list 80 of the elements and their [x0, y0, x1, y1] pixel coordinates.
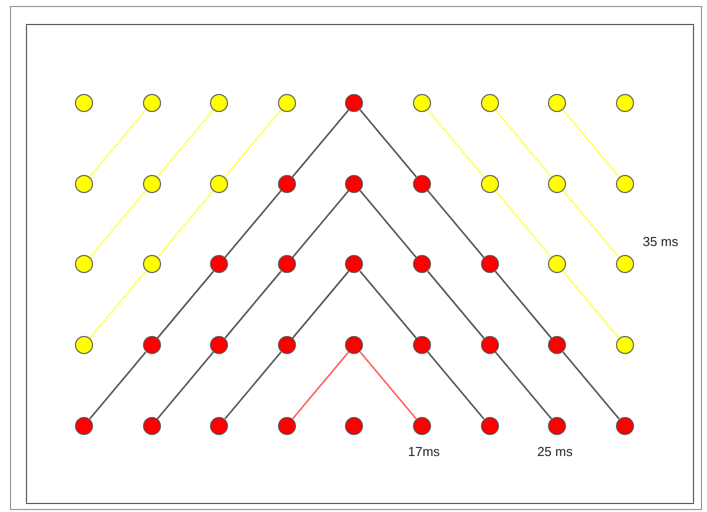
- connector-line: [427, 270, 484, 339]
- connector-line: [156, 109, 214, 178]
- circle-node: [278, 336, 296, 354]
- connector-line: [224, 351, 282, 420]
- circle-node: [413, 336, 431, 354]
- circle-node: [480, 416, 499, 435]
- circle-node: [616, 94, 634, 112]
- connector-line: [89, 190, 146, 258]
- circle-node: [616, 255, 634, 274]
- circle-node: [345, 416, 364, 435]
- circle-node: [75, 336, 93, 354]
- connector-line: [292, 270, 350, 339]
- connector-line: [427, 109, 484, 178]
- connector-line: [360, 351, 417, 420]
- connector-line: [156, 351, 214, 420]
- connector-line: [224, 109, 282, 178]
- circle-node: [480, 174, 499, 193]
- circle-node: [278, 174, 296, 193]
- circle-node: [210, 336, 228, 354]
- time-label: 17ms: [408, 444, 440, 459]
- connector-line: [427, 351, 484, 420]
- connector-line: [89, 351, 146, 420]
- connector-line: [89, 270, 146, 339]
- connector-line: [562, 351, 620, 420]
- connector-line: [427, 190, 484, 258]
- connector-line: [562, 109, 620, 178]
- connector-line: [156, 190, 214, 258]
- circle-node: [616, 336, 634, 354]
- connector-line: [292, 190, 350, 258]
- circle-node: [210, 255, 228, 274]
- circle-node: [616, 174, 634, 193]
- circle-node: [548, 336, 566, 354]
- connector-line: [494, 351, 552, 420]
- circle-node: [75, 416, 93, 435]
- circle-node: [480, 255, 499, 274]
- connector-line: [360, 190, 417, 258]
- circle-node: [142, 416, 161, 435]
- circle-node: [142, 94, 161, 112]
- circle-node: [548, 174, 566, 193]
- circle-node: [480, 336, 499, 354]
- circle-node: [142, 336, 161, 354]
- circle-node: [345, 174, 364, 193]
- connector-line: [89, 109, 146, 178]
- circle-node: [278, 416, 296, 435]
- circle-node: [413, 255, 431, 274]
- circle-node: [142, 174, 161, 193]
- circle-node: [345, 336, 364, 354]
- circle-node: [210, 94, 228, 112]
- connector-line: [494, 270, 552, 339]
- circle-node: [75, 94, 93, 112]
- time-label: 35 ms: [642, 234, 678, 250]
- circle-node: [548, 255, 566, 274]
- connector-line: [360, 270, 417, 339]
- circle-node: [210, 174, 228, 193]
- circle-node: [75, 255, 93, 274]
- connector-line: [494, 109, 552, 178]
- circle-node: [480, 94, 499, 112]
- connector-line: [562, 270, 620, 339]
- connector-line: [224, 190, 282, 258]
- connector-line: [224, 270, 282, 339]
- circle-node: [345, 255, 364, 274]
- connector-line: [156, 270, 214, 339]
- connector-line: [292, 351, 350, 420]
- circle-node: [413, 416, 431, 435]
- connector-line: [360, 109, 417, 178]
- circle-node: [210, 416, 228, 435]
- circle-node: [75, 174, 93, 193]
- connector-line: [562, 190, 620, 258]
- circle-node: [413, 94, 431, 112]
- connector-line: [494, 190, 552, 258]
- circle-node: [345, 94, 364, 112]
- circle-node: [142, 255, 161, 274]
- connector-line: [292, 109, 350, 178]
- circle-node: [278, 94, 296, 112]
- circle-node: [278, 255, 296, 274]
- circle-node: [548, 94, 566, 112]
- time-label: 25 ms: [537, 444, 573, 459]
- circle-node: [616, 416, 634, 435]
- circle-node: [413, 174, 431, 193]
- circle-node: [548, 416, 566, 435]
